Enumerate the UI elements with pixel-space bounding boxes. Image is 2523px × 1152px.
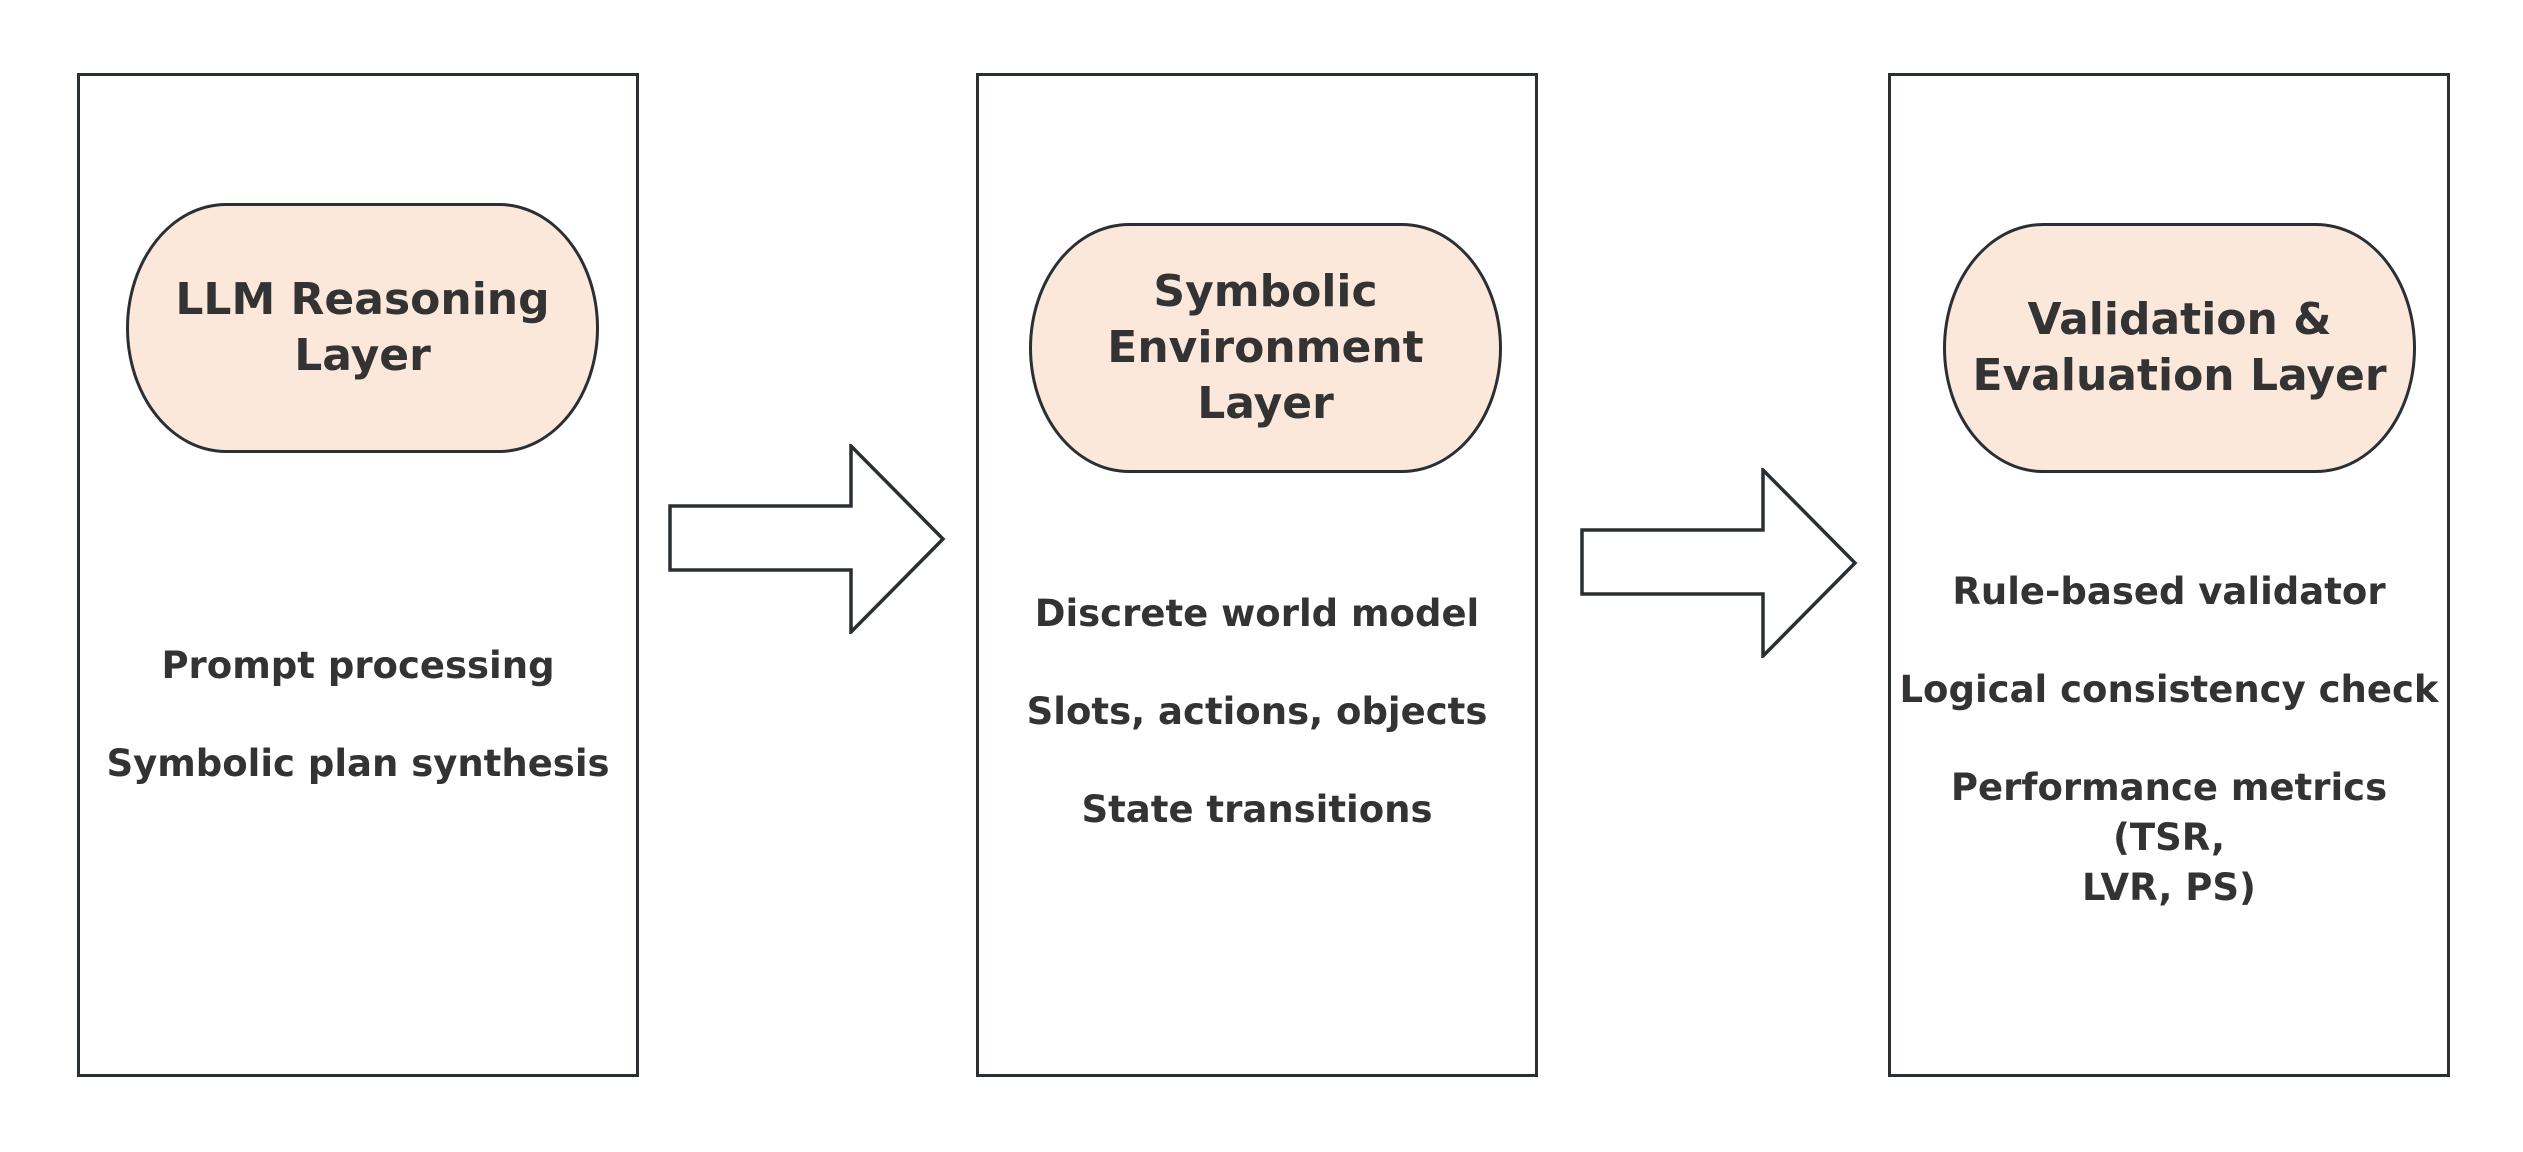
symbolic-environment-layer-panel: Symbolic Environment Layer Discrete worl… xyxy=(976,73,1538,1077)
layer-item: Symbolic plan synthesis xyxy=(106,742,610,785)
title-line: Layer xyxy=(1197,378,1334,429)
layer-item: Prompt processing xyxy=(161,644,555,687)
validation-evaluation-layer-title: Validation & Evaluation Layer xyxy=(1943,223,2416,473)
validation-evaluation-layer-panel: Validation & Evaluation Layer Rule-based… xyxy=(1888,73,2450,1077)
layer-item: Logical consistency check xyxy=(1899,668,2439,711)
flow-arrow-right-icon xyxy=(1580,468,1858,658)
layer-item-line: Performance metrics (TSR, xyxy=(1950,766,2388,859)
title-line: Validation & xyxy=(2027,294,2332,345)
symbolic-environment-layer-title: Symbolic Environment Layer xyxy=(1029,223,1502,473)
title-line: Evaluation Layer xyxy=(1972,350,2387,401)
layer-item: Discrete world model xyxy=(1034,592,1480,635)
layer-item: Slots, actions, objects xyxy=(1026,690,1488,733)
layer-item: Rule-based validator xyxy=(1952,570,2386,613)
title-line: Environment xyxy=(1107,322,1424,373)
flow-arrow-right-icon xyxy=(668,444,946,634)
llm-reasoning-layer-title: LLM Reasoning Layer xyxy=(126,203,599,453)
validation-evaluation-layer-items: Rule-based validator Logical consistency… xyxy=(1891,567,2447,913)
title-line: LLM Reasoning xyxy=(175,274,550,325)
layer-item: State transitions xyxy=(1081,788,1433,831)
llm-reasoning-layer-items: Prompt processing Symbolic plan synthesi… xyxy=(80,641,636,837)
symbolic-environment-layer-items: Discrete world model Slots, actions, obj… xyxy=(979,589,1535,883)
layer-item: Performance metrics (TSR, LVR, PS) xyxy=(1891,763,2447,913)
layer-item-line: LVR, PS) xyxy=(2082,866,2256,909)
llm-reasoning-layer-panel: LLM Reasoning Layer Prompt processing Sy… xyxy=(77,73,639,1077)
title-line: Symbolic xyxy=(1153,266,1378,317)
title-line: Layer xyxy=(294,330,431,381)
